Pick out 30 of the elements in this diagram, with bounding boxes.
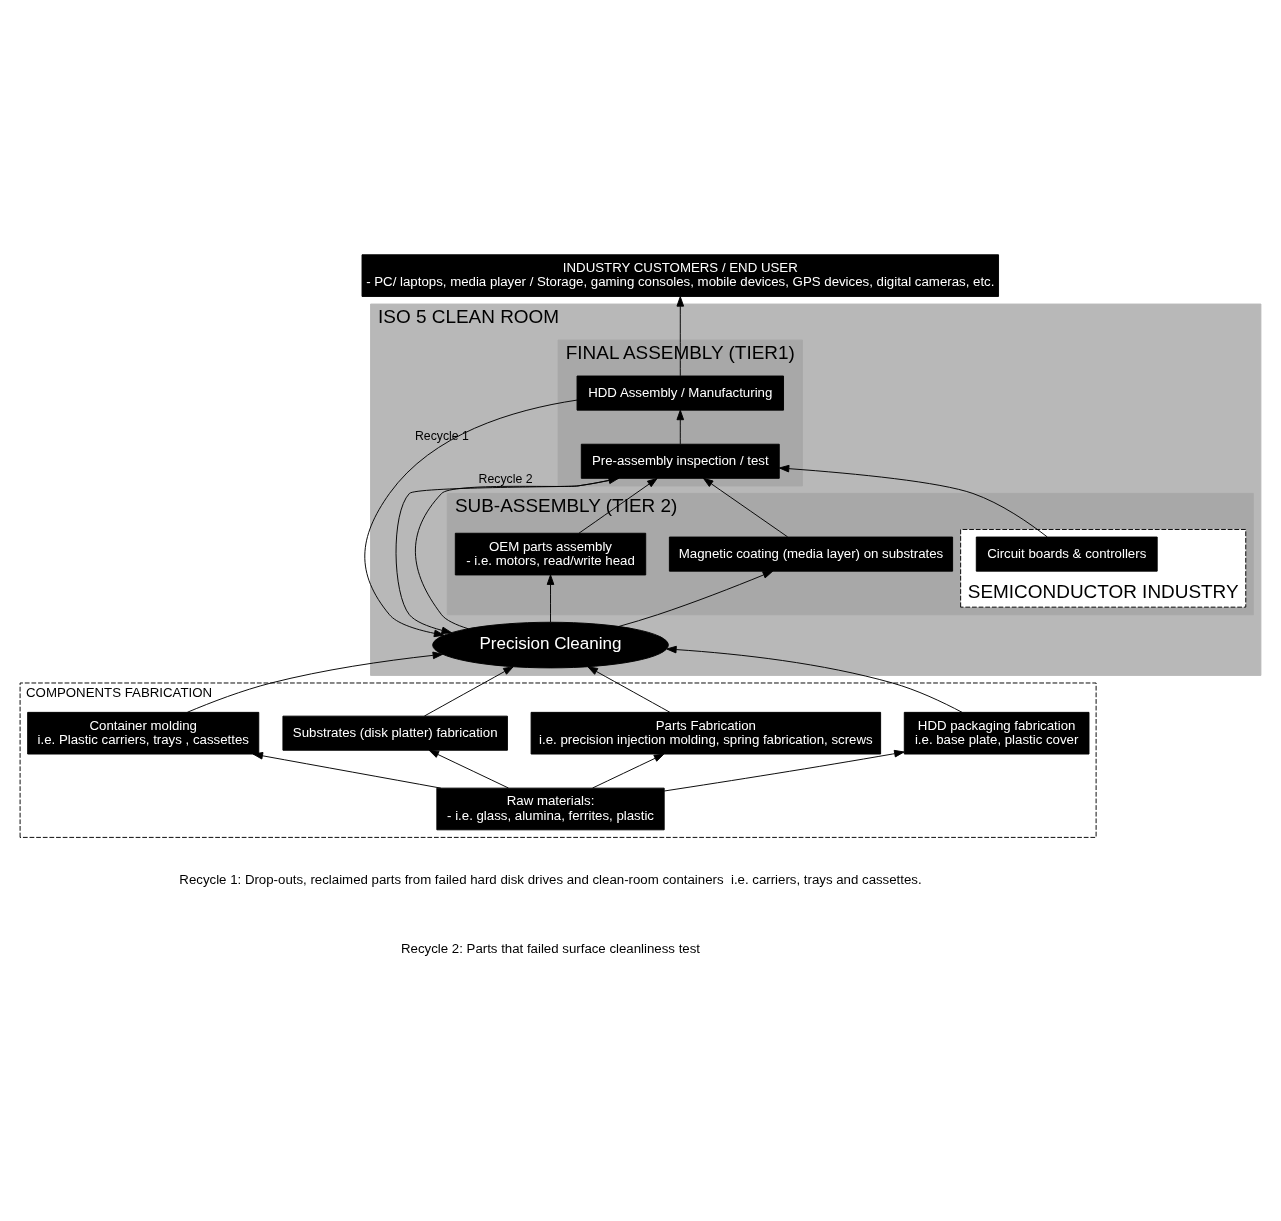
node-box: Container molding i.e. Plastic carriers, trays , cassettes [27,711,260,755]
node-box: HDD Assembly / Manufacturing [576,375,784,411]
node-box: OEM parts assembly - i.e. motors, read/write head [454,532,647,576]
node-box: Pre-assembly inspection / test [580,443,780,479]
arrow [587,666,671,713]
arrow [778,464,1048,538]
arrow [546,574,555,623]
arrow [592,753,665,789]
node-box: Parts Fabrication i.e. precision injection molding, spring fabrication, screws [530,711,882,755]
arrow [618,570,774,627]
arrow [666,645,963,713]
arrow [676,409,685,445]
arrow [428,749,509,789]
edge-label: Recycle 2 [478,472,533,487]
node-box: Substrates (disk platter) fabrication [282,715,508,751]
arrow [702,477,789,538]
label: Recycle 1: Drop-outs, reclaimed parts from failed hard disk drives and clean-room containers i.e. carriers, trays and cassettes. [179,872,922,888]
node-box: HDD packaging fabrication i.e. base plate, plastic cover [903,711,1090,755]
node-box: INDUSTRY CUSTOMERS / END USER - PC/ laptops, media player / Storage, gaming consoles, mobile devices, GPS devices, digital cameras, etc. [361,254,999,297]
arrow [676,296,685,377]
edge-label: Recycle 1 [414,429,469,444]
arrow [364,399,578,638]
node-box: Magnetic coating (media layer) on substrates [668,536,954,572]
label: Recycle 2: Parts that failed surface cleanliness test [401,940,701,956]
arrow [186,651,444,713]
arrow [423,666,514,717]
node-box: Circuit boards & controllers [975,536,1158,572]
node-box: Raw materials: - i.e. glass, alumina, ferrites, plastic [436,787,665,831]
arrow [252,752,442,789]
arrow [663,749,905,792]
